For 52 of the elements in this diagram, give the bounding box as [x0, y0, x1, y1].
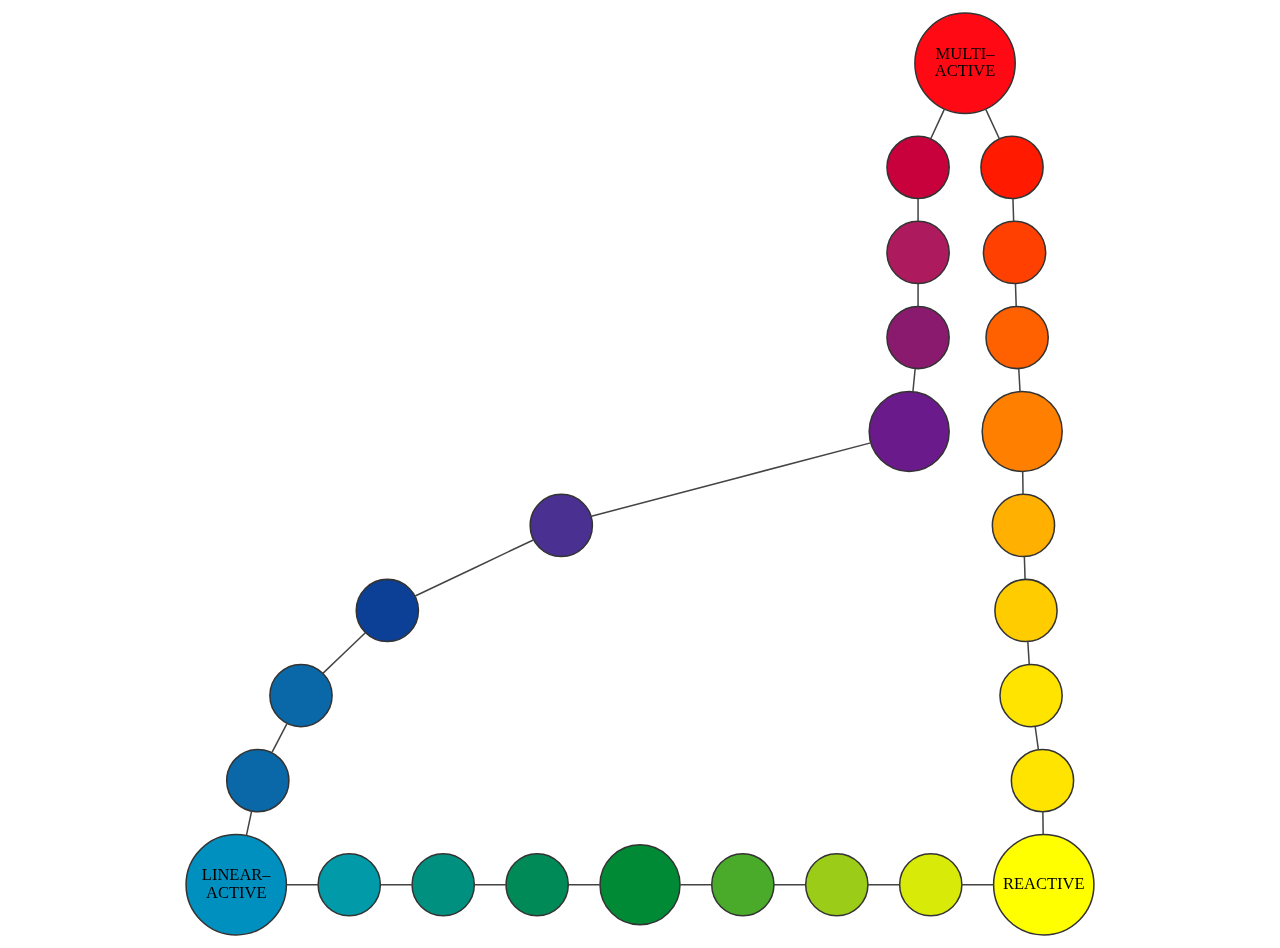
node-circle: [411, 852, 476, 917]
connector: [1021, 470, 1024, 495]
connector: [1027, 640, 1030, 666]
node-circle: [1010, 748, 1075, 813]
node-circle: LINEAR– ACTIVE: [185, 833, 288, 936]
node-circle: [886, 305, 950, 370]
node-circle: [317, 852, 382, 917]
connector: [773, 884, 807, 886]
connector: [1012, 198, 1015, 222]
node-circle: [868, 390, 950, 473]
node-circle: [225, 748, 290, 813]
connector: [1018, 367, 1021, 392]
node-circle: [505, 852, 569, 917]
connector: [590, 442, 872, 517]
node-circle: [355, 578, 420, 643]
connector: [679, 884, 713, 886]
connector: [867, 884, 901, 886]
node-circle: [898, 852, 963, 917]
node-circle: [886, 135, 950, 200]
node-circle: [981, 390, 1063, 473]
connector: [985, 108, 1001, 140]
node-circle: [804, 852, 869, 917]
connector: [917, 283, 919, 307]
connector: [414, 539, 535, 597]
connector: [285, 884, 319, 886]
connector: [322, 632, 366, 675]
node-circle: [982, 220, 1047, 285]
connector: [473, 884, 507, 886]
connector: [567, 884, 601, 886]
connector: [1034, 725, 1040, 751]
node-circle: REACTIVE: [992, 833, 1095, 936]
node-circle: [991, 493, 1056, 558]
node-circle: MULTI– ACTIVE: [914, 12, 1016, 115]
connector: [912, 367, 916, 393]
node-circle: [599, 844, 681, 926]
node-circle: [985, 305, 1049, 370]
connector: [917, 198, 919, 222]
node-circle: [999, 663, 1063, 728]
connector: [1014, 283, 1017, 307]
connector: [379, 884, 413, 886]
connector: [271, 722, 288, 754]
connector: [245, 810, 253, 837]
node-circle: [980, 135, 1044, 200]
node-circle: [994, 578, 1058, 643]
node-circle: [529, 493, 594, 558]
node-circle: [711, 852, 775, 917]
connector: [1023, 556, 1026, 580]
connector: [1042, 811, 1044, 836]
connector: [961, 884, 995, 886]
connector: [930, 108, 946, 140]
node-circle: [269, 663, 333, 728]
node-circle: [886, 220, 950, 285]
